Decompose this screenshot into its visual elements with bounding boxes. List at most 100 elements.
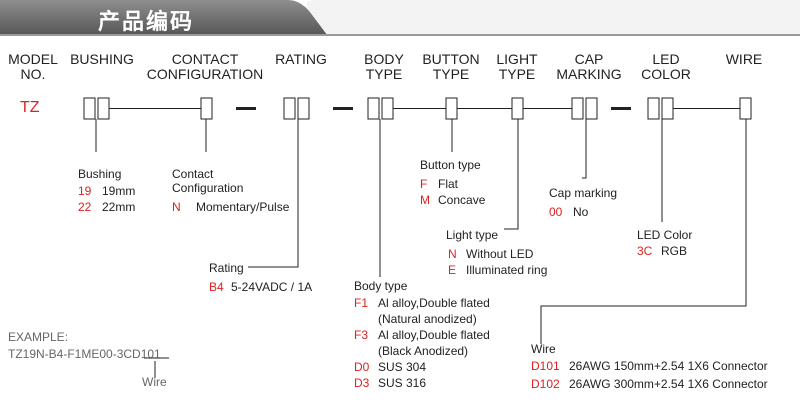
code-box-cap-1: [571, 97, 584, 120]
bushing-option: 22 22mm: [78, 199, 135, 215]
option-code: 22: [78, 200, 92, 214]
header-bushing: BUSHING: [66, 52, 138, 67]
header-line: LED: [652, 51, 680, 67]
body-type-title: Body type: [354, 279, 408, 293]
header-line: WIRE: [725, 51, 763, 67]
rating-title: Rating: [209, 261, 244, 275]
header-model-no: MODEL NO.: [6, 52, 60, 82]
option-desc: SUS 304: [378, 360, 427, 374]
rating-option: B4 5-24VADC / 1A: [209, 279, 312, 295]
option-code: N: [172, 200, 181, 214]
code-box-wire: [739, 97, 752, 120]
header-led: LED COLOR: [630, 52, 702, 82]
code-box-light: [511, 97, 524, 120]
model-code: TZ: [20, 99, 40, 116]
example-code-prefix: TZ19N-B4-F1ME00-3C: [8, 347, 133, 361]
contact-title: Contact Configuration: [172, 167, 243, 195]
option-desc: Momentary/Pulse: [196, 200, 290, 214]
body-type-option: (Natural anodized): [354, 311, 477, 327]
option-desc: (Black Anodized): [378, 344, 469, 358]
cap-marking-option: 00 No: [549, 204, 588, 220]
header-line: TYPE: [498, 66, 536, 82]
light-type-option: E Illuminated ring: [448, 262, 547, 278]
body-type-option: D3 SUS 316: [354, 375, 426, 391]
option-code: D3: [354, 376, 370, 390]
led-color-title: LED Color: [637, 228, 693, 242]
button-type-title: Button type: [420, 158, 481, 172]
option-desc: No: [573, 205, 589, 219]
option-desc: Al alloy,Double flated: [378, 296, 490, 310]
header-button: BUTTON TYPE: [416, 52, 486, 82]
header-line: COLOR: [641, 66, 691, 82]
header-line: BODY: [364, 51, 404, 67]
example-code-wire: D101: [132, 347, 161, 361]
code-box-body-1: [367, 97, 380, 120]
header-light: LIGHT TYPE: [492, 52, 542, 82]
option-desc: RGB: [661, 244, 688, 258]
title-line: Contact: [172, 167, 214, 181]
example-wire-label: Wire: [142, 375, 167, 389]
code-box-led-1: [647, 97, 660, 120]
option-desc: 22mm: [102, 200, 136, 214]
title-line: Configuration: [172, 181, 244, 195]
option-desc: 5-24VADC / 1A: [231, 280, 313, 294]
wire-option: D101 26AWG 150mm+2.54 1X6 Connector: [531, 358, 768, 374]
code-box-body-2: [381, 97, 394, 120]
option-code: F: [420, 177, 428, 191]
option-desc: Concave: [438, 193, 486, 207]
option-code: B4: [209, 280, 224, 294]
code-box-bushing-2: [97, 97, 110, 120]
option-code: D101: [531, 359, 560, 373]
body-type-option: D0 SUS 304: [354, 359, 426, 375]
header-line: CONFIGURATION: [146, 66, 264, 82]
contact-option: N Momentary/Pulse: [172, 199, 289, 215]
header-line: MODEL: [8, 51, 58, 67]
header-line: RATING: [275, 51, 327, 67]
option-code: E: [448, 263, 457, 277]
header-line: BUTTON: [422, 51, 480, 67]
header-line: LIGHT: [496, 51, 538, 67]
option-desc: 19mm: [102, 184, 136, 198]
code-box-bushing-1: [83, 97, 96, 120]
option-desc: Al alloy,Double flated: [378, 328, 490, 342]
body-type-option: (Black Anodized): [354, 343, 468, 359]
option-code: 19: [78, 184, 92, 198]
option-desc: 26AWG 300mm+2.54 1X6 Connector: [569, 377, 768, 391]
body-type-option: F3 Al alloy,Double flated: [354, 327, 490, 343]
bushing-option: 19 19mm: [78, 183, 135, 199]
cap-marking-title: Cap marking: [549, 186, 618, 200]
header-contact: CONTACT CONFIGURATION: [140, 52, 270, 82]
header-line: CAP: [574, 51, 604, 67]
header-line: TYPE: [365, 66, 403, 82]
header-rating: RATING: [272, 52, 330, 67]
code-box-led-2: [661, 97, 674, 120]
option-desc: Illuminated ring: [466, 263, 548, 277]
option-code: F3: [354, 328, 369, 342]
header-body: BODY TYPE: [358, 52, 410, 82]
option-code: N: [448, 247, 457, 261]
option-code: D0: [354, 360, 370, 374]
header-line: TYPE: [432, 66, 470, 82]
option-code: M: [420, 193, 430, 207]
option-code: 00: [549, 205, 563, 219]
header-wire: WIRE: [718, 52, 770, 67]
header-line: BUSHING: [70, 51, 134, 67]
header-line: NO.: [20, 66, 46, 82]
code-box-cap-2: [585, 97, 598, 120]
option-desc: SUS 316: [378, 376, 427, 390]
header-cap: CAP MARKING: [554, 52, 624, 82]
banner-title: 产品编码: [98, 10, 195, 35]
example-label: EXAMPLE:: [8, 330, 69, 344]
option-desc: 26AWG 150mm+2.54 1X6 Connector: [569, 359, 768, 373]
title-banner: [0, 0, 800, 36]
button-type-option: M Concave: [420, 192, 485, 208]
example-code: TZ19N-B4-F1ME00-3CD101: [8, 347, 161, 361]
code-box-rating-2: [297, 97, 310, 120]
wire-title: Wire: [531, 342, 556, 356]
header-line: MARKING: [556, 66, 622, 82]
